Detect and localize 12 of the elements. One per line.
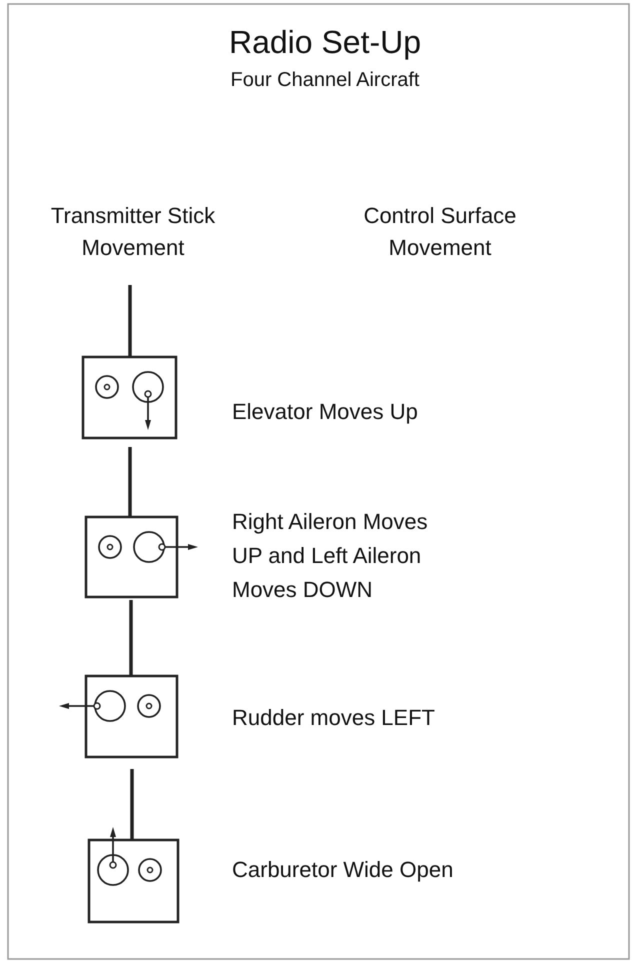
transmitter-drawing	[82, 285, 178, 440]
transmitter-drawing	[88, 769, 180, 924]
title: Radio Set-Up	[228, 23, 422, 62]
transmitter-drawing	[84, 447, 198, 598]
movement-description: Right Aileron Moves UP and Left Aileron Moves DOWN	[232, 508, 429, 604]
subtitle: Four Channel Aircraft	[230, 68, 420, 93]
column-heading: Transmitter Stick Movement	[50, 202, 216, 262]
column-heading: Control Surface Movement	[362, 202, 518, 262]
movement-description: Rudder moves LEFT	[232, 704, 436, 732]
transmitter-drawing	[59, 600, 178, 758]
movement-description: Carburetor Wide Open	[232, 856, 454, 884]
movement-description: Elevator Moves Up	[232, 398, 419, 426]
